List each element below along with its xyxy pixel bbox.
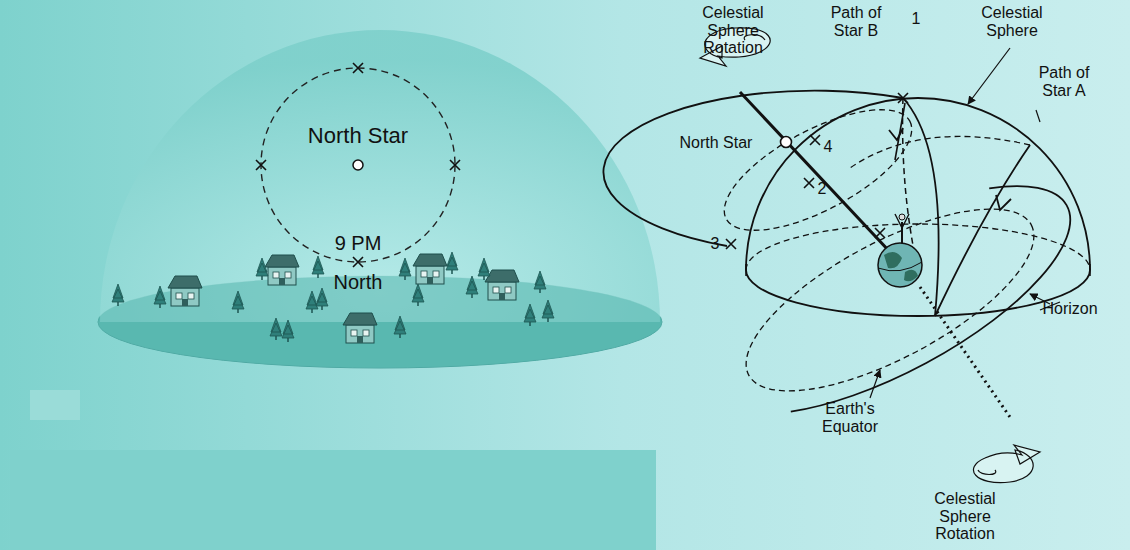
rotation-label: Celestial Sphere Rotation xyxy=(678,4,788,57)
horizon-label: Horizon xyxy=(1035,300,1105,318)
blank-panel xyxy=(10,450,656,550)
callout-number: 3 xyxy=(707,235,723,253)
callout-number: 1 xyxy=(906,10,926,28)
direction-label: North xyxy=(313,271,403,293)
star-name: North Star xyxy=(676,134,756,152)
equator-label: Earth's Equator xyxy=(815,400,885,435)
path-label: Path of Star A xyxy=(1032,64,1096,99)
rotation-label: Celestial Sphere Rotation xyxy=(925,490,1005,543)
sky-dome-scene xyxy=(98,30,662,368)
path-label: Path of Star B xyxy=(824,4,888,39)
time-label: 9 PM xyxy=(318,232,398,254)
north-star-dot xyxy=(353,160,363,170)
star-name: North Star xyxy=(288,124,428,148)
callout-number: 2 xyxy=(814,180,830,198)
celestial-sphere-diagram xyxy=(603,28,1101,483)
star-path-circle xyxy=(261,68,455,262)
callout-number: 4 xyxy=(820,138,836,156)
sphere-label: Celestial Sphere xyxy=(972,4,1052,39)
blank-patch xyxy=(30,390,80,420)
